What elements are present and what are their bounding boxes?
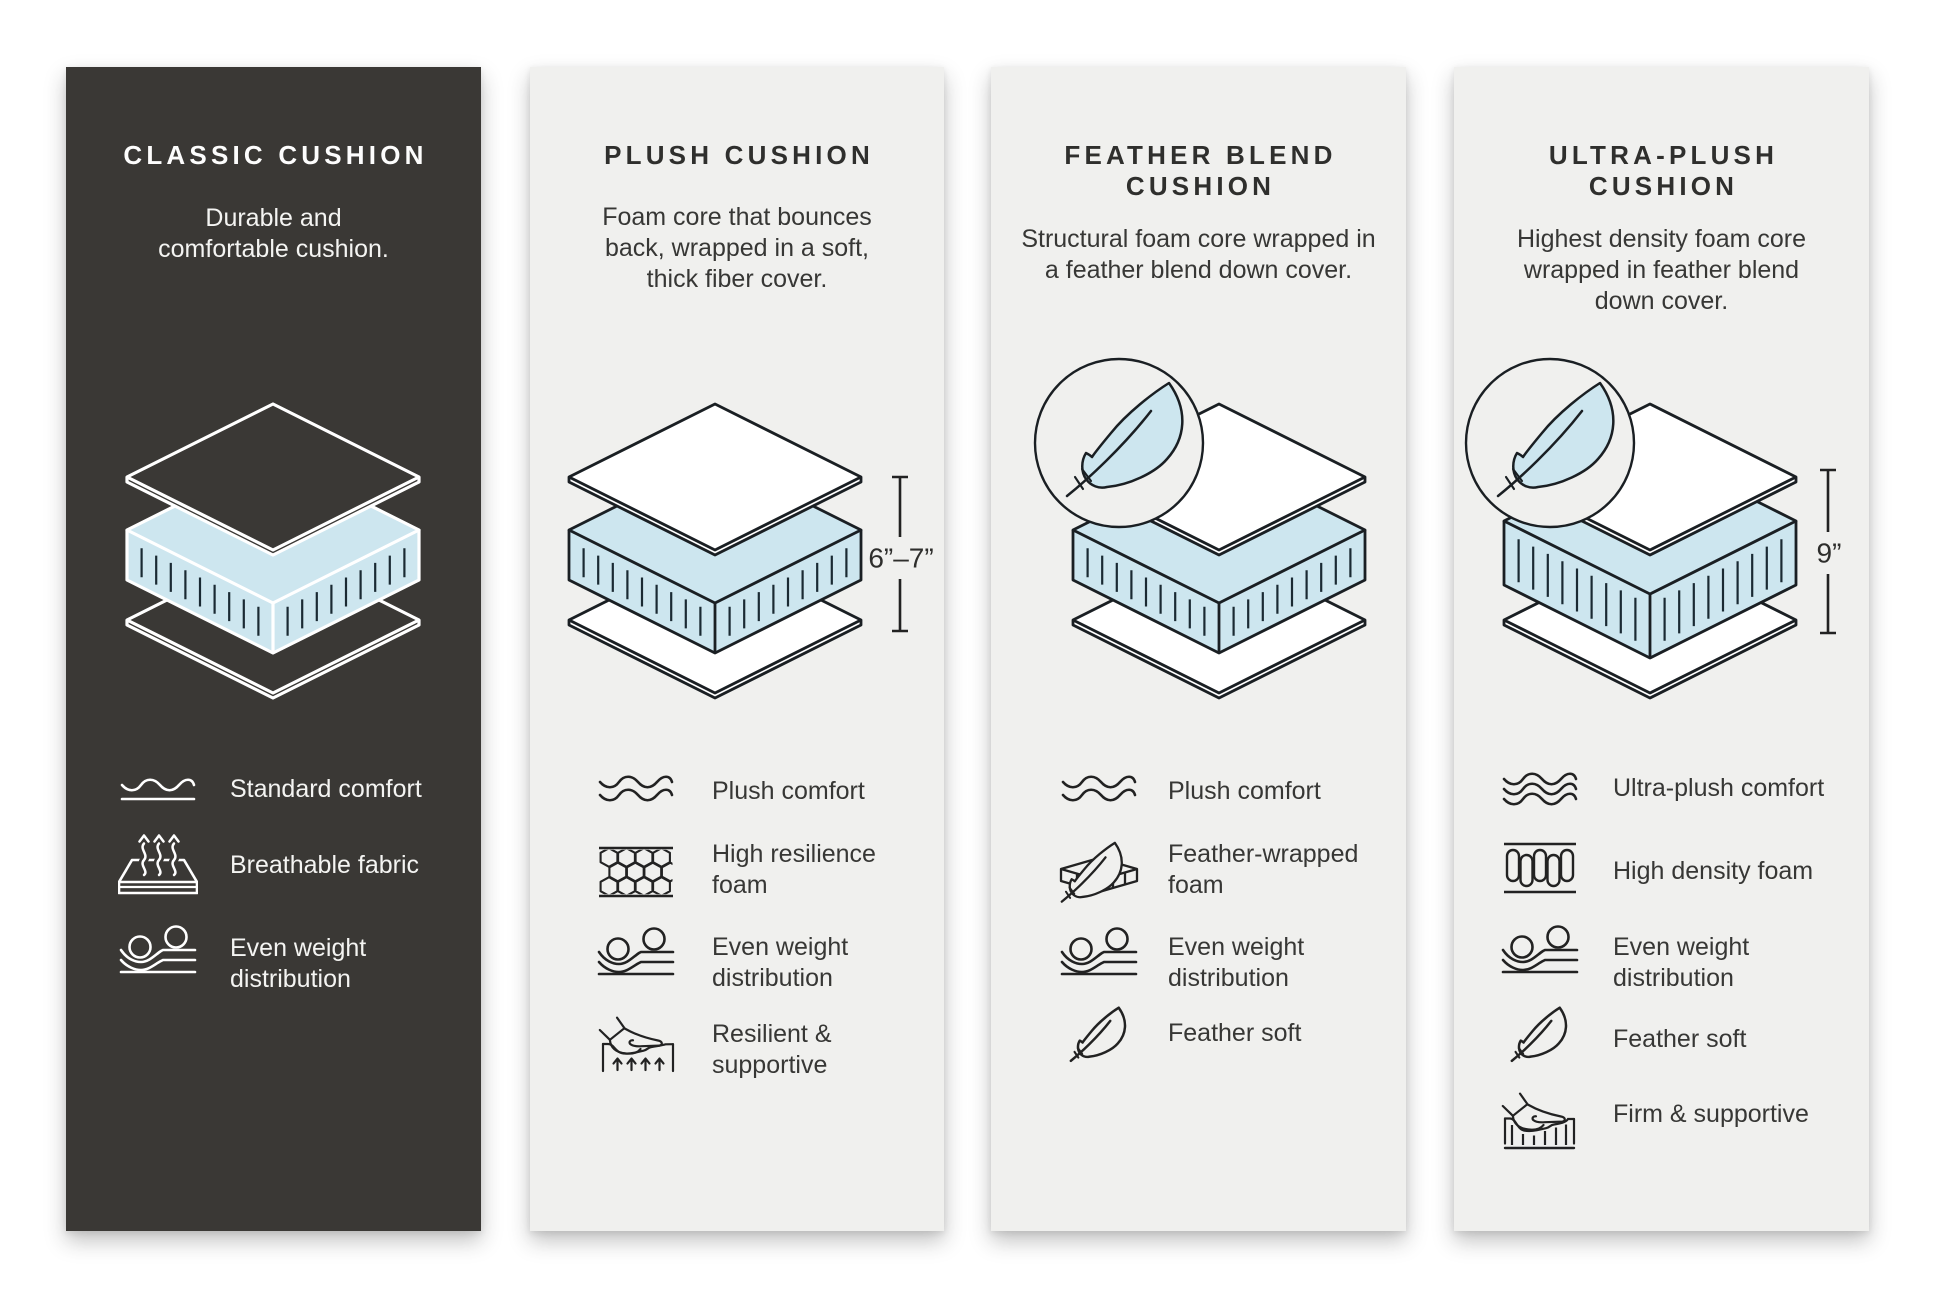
- svg-text:9”: 9”: [1817, 538, 1842, 569]
- svg-text:6”–7”: 6”–7”: [868, 543, 933, 574]
